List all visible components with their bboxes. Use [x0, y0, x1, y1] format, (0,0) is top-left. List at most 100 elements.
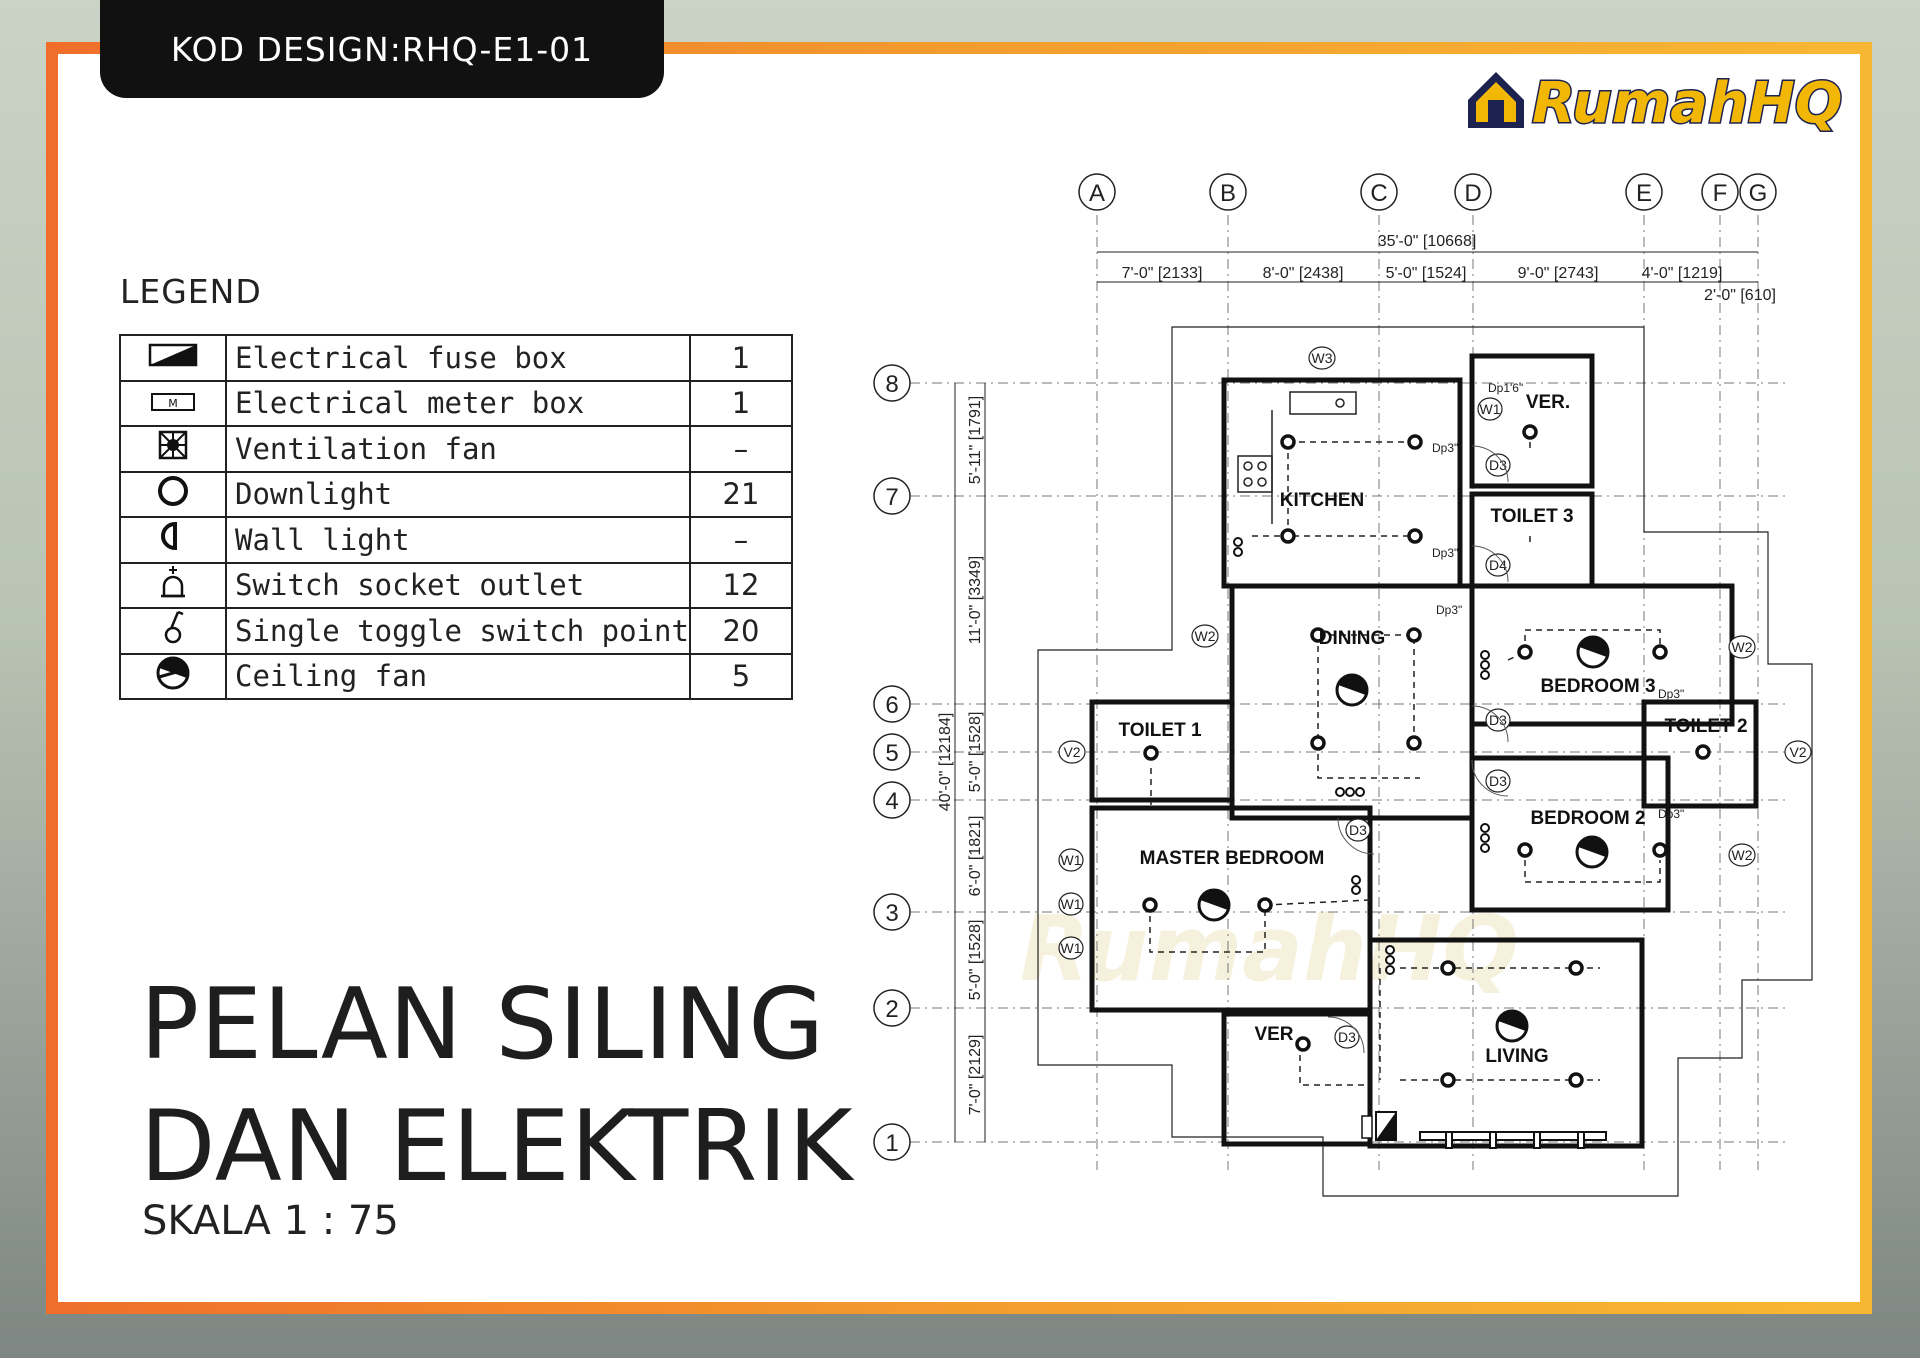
overall-width-dim: 35'-0" [10668] [1378, 233, 1477, 250]
ceiling-drop-tags: Dp1'6" Dp3" Dp3" Dp3" Dp3" Dp3" [1432, 381, 1684, 821]
dim-bc: 8'-0" [2438] [1263, 265, 1344, 282]
grid-row-3: 3 [885, 900, 898, 927]
grid-col-d: D [1464, 180, 1481, 207]
grid-column-bubbles: A B C D E F G [1078, 173, 1777, 211]
grid-row-6: 6 [885, 692, 898, 719]
legend-table: Electrical fuse box 1 M Electrical meter… [119, 334, 793, 700]
house-logo-icon [1468, 72, 1524, 128]
window-tags: W3 W1 W2 W2 W2 W2 V2 V2 W1 W1 W1 [1058, 346, 1812, 960]
grid-row-bubbles: 8 7 6 5 4 3 2 1 [873, 364, 911, 1161]
top-dimensions: 35'-0" [10668] 7'-0" [2133] 8'-0" [2438]… [1097, 233, 1776, 304]
dim-ef: 4'-0" [1219] [1642, 265, 1723, 282]
room-labels: KITCHEN VER. TOILET 3 DINING BEDROOM 3 T… [1118, 392, 1747, 1067]
downlight-icon [1257, 897, 1273, 913]
door-tags: D3 D4 D3 D3 D3 D3 [1334, 453, 1511, 1049]
legend-label: Wall light [225, 516, 691, 564]
electrical-fuse-box-icon [148, 343, 198, 366]
grid-row-2: 2 [885, 996, 898, 1023]
room-bedroom-2: BEDROOM 2 [1530, 808, 1645, 829]
design-code-tab: KOD DESIGN:RHQ-E1-01 [100, 0, 664, 98]
electrical-meter-box-icon: M [151, 393, 195, 412]
downlight-icon [1652, 644, 1668, 660]
drop-tag: Dp3" [1658, 807, 1684, 821]
electrical-fuse-box-icon [1375, 1111, 1397, 1141]
wall-light-icon [161, 522, 177, 551]
door-tag: D3 [1489, 712, 1507, 728]
window-tag: V2 [1789, 744, 1806, 760]
downlight-icon [1280, 528, 1296, 544]
window-tag: W2 [1732, 847, 1753, 863]
legend-qty: 20 [688, 607, 793, 655]
door-tag: D4 [1489, 557, 1507, 573]
dim-87: 5'-11" [1791] [967, 396, 984, 485]
room-master-bedroom: MASTER BEDROOM [1140, 848, 1325, 869]
legend-label: Electrical meter box [225, 379, 691, 427]
ceiling-fan-icon [1575, 835, 1609, 869]
downlight-icon [1652, 842, 1668, 858]
downlight-icon [1142, 897, 1158, 913]
window-tag: W3 [1312, 350, 1333, 366]
dim-ab: 7'-0" [2133] [1122, 265, 1203, 282]
legend-label: Ventilation fan [225, 425, 691, 473]
grid-col-b: B [1220, 180, 1236, 207]
downlights [1142, 424, 1711, 1088]
electrical-meter-box-icon [1361, 1115, 1373, 1139]
legend-qty: – [688, 425, 793, 473]
overall-height-dim: 40'-0" [12184] [937, 713, 954, 812]
grid-row-1: 1 [885, 1130, 898, 1157]
dim-32: 5'-0" [1528] [967, 920, 984, 1001]
legend-row: Ventilation fan – [119, 425, 793, 473]
walls [1089, 353, 1759, 1149]
legend-title: LEGEND [120, 272, 262, 311]
grid-row-5: 5 [885, 740, 898, 767]
legend-row: Single toggle switch point 20 [119, 607, 793, 655]
drop-tag: Dp3" [1658, 687, 1684, 701]
wiring-circuits [1150, 160, 1820, 1086]
room-ver-top: VER. [1526, 392, 1570, 413]
rumahhq-logo: RumahHQ [1468, 70, 1844, 134]
downlight-icon [1522, 424, 1538, 440]
ceiling-fan-icon [1576, 635, 1610, 669]
grid-row-8: 8 [885, 371, 898, 398]
window-tag: W1 [1061, 896, 1082, 912]
downlight-icon [1695, 744, 1711, 760]
fuse-and-meter-boxes [1361, 1111, 1397, 1141]
dim-64: 5'-0" [1528] [967, 712, 984, 793]
window-tag: W1 [1480, 401, 1501, 417]
ceiling-fan-icon [1495, 1009, 1529, 1043]
single-toggle-switch-icon [164, 611, 184, 644]
dim-21: 7'-0" [2129] [967, 1035, 984, 1116]
legend-row: Downlight 21 [119, 470, 793, 518]
dim-43: 6'-0" [1821] [967, 816, 984, 897]
door-tag: D3 [1338, 1029, 1356, 1045]
legend-qty: 5 [688, 652, 793, 700]
downlight-icon [1568, 1072, 1584, 1088]
window-tag: W1 [1061, 852, 1082, 868]
downlight-icon [158, 475, 188, 506]
downlight-icon [1310, 735, 1326, 751]
window-tag: W1 [1061, 940, 1082, 956]
kitchen-fixtures [1237, 391, 1357, 524]
plan-watermark: RumahHQ [1020, 897, 1519, 1002]
legend-qty: 21 [688, 470, 793, 518]
page-title-line-2: DAN ELEKTRIK [140, 1090, 854, 1204]
room-dining: DINING [1319, 628, 1386, 649]
legend-row: Ceiling fan 5 [119, 652, 793, 700]
drop-tag: Dp3" [1436, 603, 1462, 617]
legend-qty: 12 [688, 561, 793, 609]
legend-qty: 1 [688, 379, 793, 427]
legend-row: Electrical fuse box 1 [119, 334, 793, 382]
room-toilet-3: TOILET 3 [1490, 506, 1573, 527]
door-tag: D3 [1349, 822, 1367, 838]
switch-points [1233, 537, 1490, 975]
drop-tag: Dp3" [1432, 441, 1458, 455]
downlight-icon [1440, 960, 1456, 976]
floor-plan: RumahHQ A B C D E F G 8 [873, 160, 1820, 1197]
ceiling-fan-icon [1197, 888, 1231, 922]
dim-fg: 2'-0" [610] [1704, 287, 1776, 304]
window-tag: W2 [1732, 639, 1753, 655]
room-living: LIVING [1485, 1046, 1548, 1067]
door-swings [1327, 445, 1509, 1054]
ventilation-fan-icon [158, 431, 188, 460]
room-kitchen: KITCHEN [1280, 490, 1364, 511]
